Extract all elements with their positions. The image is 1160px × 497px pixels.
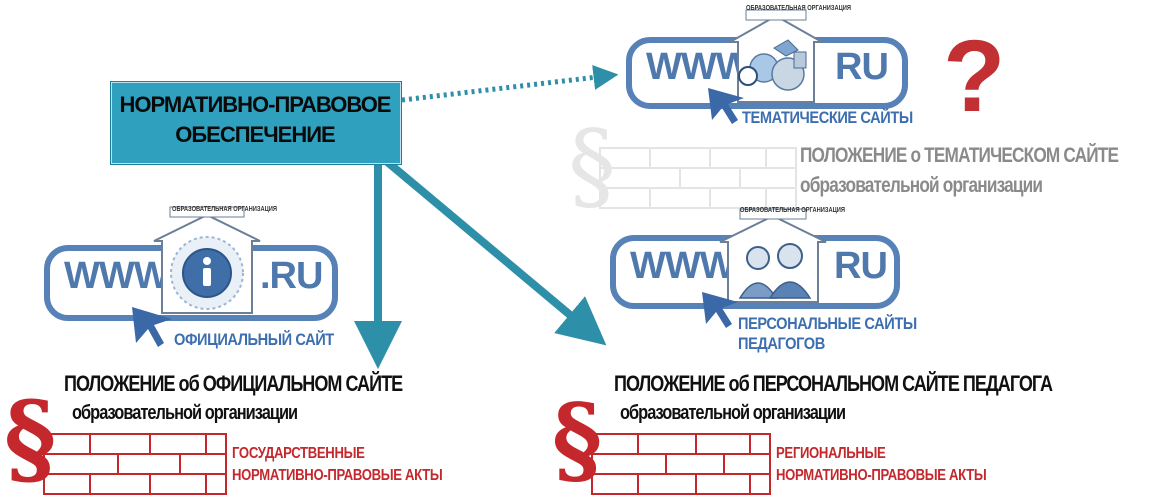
official-acts-line1: ГОСУДАРСТВЕННЫЕ <box>232 445 365 462</box>
official-house-icon <box>153 206 261 314</box>
official-cursor-icon <box>132 307 172 347</box>
personal-house-icon <box>719 208 827 303</box>
official-regulation-line2: образовательной организации <box>72 402 298 424</box>
thematic-house-icon <box>726 9 826 103</box>
thematic-cursor-icon <box>708 88 744 124</box>
central-box <box>110 81 402 165</box>
thematic-org-banner: ОБРАЗОВАТЕЛЬНАЯ ОРГАНИЗАЦИЯ <box>746 5 852 12</box>
dotted-arrow-thematic <box>401 65 619 103</box>
personal-ru-text: RU <box>834 245 888 287</box>
thematic-regulation-line2: образовательной организации <box>800 174 1043 197</box>
thematic-caption: ТЕМАТИЧЕСКИЕ САЙТЫ <box>742 108 913 127</box>
official-section-icon: § <box>4 379 57 497</box>
central-title-line2: ОБЕСПЕЧЕНИЕ <box>175 122 335 147</box>
personal-caption: ПЕРСОНАЛЬНЫЕ САЙТЫ ПЕДАГОГОВ <box>738 314 917 354</box>
thematic-regulation-line1: ПОЛОЖЕНИЕ о ТЕМАТИЧЕСКОМ САЙТЕ <box>800 144 1119 167</box>
thematic-section-icon: § <box>568 110 616 222</box>
central-title: НОРМАТИВНО-ПРАВОВОЕ ОБЕСПЕЧЕНИЕ <box>110 90 400 150</box>
personal-acts: РЕГИОНАЛЬНЫЕ НОРМАТИВНО-ПРАВОВЫЕ АКТЫ <box>776 443 987 487</box>
official-brick-wall <box>43 433 227 495</box>
personal-regulation-line2: образовательной организации <box>620 402 846 424</box>
official-caption: ОФИЦИАЛЬНЫЙ САЙТ <box>174 330 334 349</box>
question-mark-icon: ? <box>943 19 1006 133</box>
official-acts-line2: НОРМАТИВНО-ПРАВОВЫЕ АКТЫ <box>232 467 443 484</box>
personal-regulation-line1: ПОЛОЖЕНИЕ об ПЕРСОНАЛЬНОМ САЙТЕ ПЕДАГОГА <box>614 371 1053 396</box>
personal-caption-line1: ПЕРСОНАЛЬНЫЕ САЙТЫ <box>738 314 917 333</box>
official-ru-text: .RU <box>260 255 323 297</box>
personal-www-text: WWW. <box>630 245 743 287</box>
arrow-personal <box>382 156 607 346</box>
official-regulation-line1: ПОЛОЖЕНИЕ об ОФИЦИАЛЬНОМ САЙТЕ <box>64 371 403 396</box>
personal-org-banner: ОБРАЗОВАТЕЛЬНАЯ ОРГАНИЗАЦИЯ <box>740 207 846 214</box>
central-title-line1: НОРМАТИВНО-ПРАВОВОЕ <box>119 92 392 117</box>
personal-acts-line2: НОРМАТИВНО-ПРАВОВЫЕ АКТЫ <box>776 467 987 484</box>
personal-caption-line2: ПЕДАГОГОВ <box>738 334 825 353</box>
personal-acts-line1: РЕГИОНАЛЬНЫЕ <box>776 445 886 462</box>
official-org-banner: ОБРАЗОВАТЕЛЬНАЯ ОРГАНИЗАЦИЯ <box>172 206 278 213</box>
personal-brick-wall <box>591 433 771 495</box>
thematic-ru-text: RU <box>835 46 889 88</box>
thematic-brick-wall <box>599 147 797 209</box>
personal-cursor-icon <box>702 292 738 328</box>
official-acts: ГОСУДАРСТВЕННЫЕ НОРМАТИВНО-ПРАВОВЫЕ АКТЫ <box>232 443 443 487</box>
personal-section-icon: § <box>552 383 603 496</box>
official-www-text: WWW. <box>64 255 177 297</box>
